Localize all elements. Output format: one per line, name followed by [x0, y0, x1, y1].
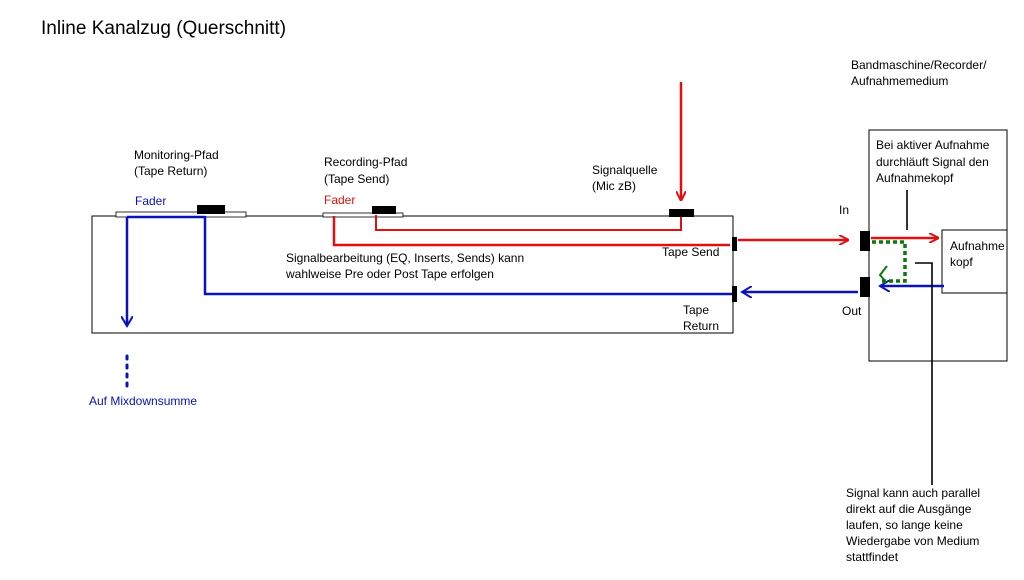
parallel-path: [872, 240, 907, 283]
tape-return-label: Tape Return: [683, 303, 719, 333]
tape-send-jack: [732, 237, 737, 251]
tape-return-jack: [732, 286, 737, 302]
record-path-lower: [332, 216, 730, 247]
processing-label: Signalbearbeitung (EQ, Inserts, Sends) k…: [285, 251, 527, 281]
in-label: In: [839, 203, 849, 217]
diagram-title: Inline Kanalzug (Querschnitt): [41, 18, 286, 39]
parallel-arrowhead: [878, 265, 888, 283]
recording-path-label: Recording-Pfad (Tape Send): [324, 155, 411, 186]
monitor-path-return: [203, 216, 732, 296]
recorder-out-jack: [860, 277, 870, 297]
monitor-fader-knob: [197, 205, 225, 214]
parallel-note: Signal kann auch parallel direkt auf die…: [846, 486, 983, 564]
recording-head-label: Aufnahme kopf: [950, 239, 1008, 269]
recorder-in-jack: [860, 231, 870, 251]
mixdown-label: Auf Mixdownsumme: [89, 394, 197, 408]
signal-source-label: Signalquelle (Mic zB): [592, 163, 661, 193]
record-path-upper: [375, 215, 682, 231]
record-fader-knob: [372, 206, 396, 214]
recording-head-box: [941, 229, 1008, 294]
monitor-fader-label: Fader: [135, 194, 166, 208]
tape-send-label: Tape Send: [662, 245, 719, 259]
recording-note: Bei aktiver Aufnahme durchläuft Signal d…: [876, 138, 993, 185]
parallel-note-callout: [915, 262, 933, 485]
monitoring-path-label: Monitoring-Pfad (Tape Return): [134, 148, 222, 178]
channel-strip: [91, 215, 734, 334]
source-input-jack: [669, 209, 694, 217]
out-label: Out: [842, 304, 862, 318]
record-fader-slot: [322, 212, 404, 218]
record-fader-label: Fader: [324, 193, 355, 207]
recorder-label: Bandmaschine/Recorder/ Aufnahmemedium: [851, 58, 990, 88]
